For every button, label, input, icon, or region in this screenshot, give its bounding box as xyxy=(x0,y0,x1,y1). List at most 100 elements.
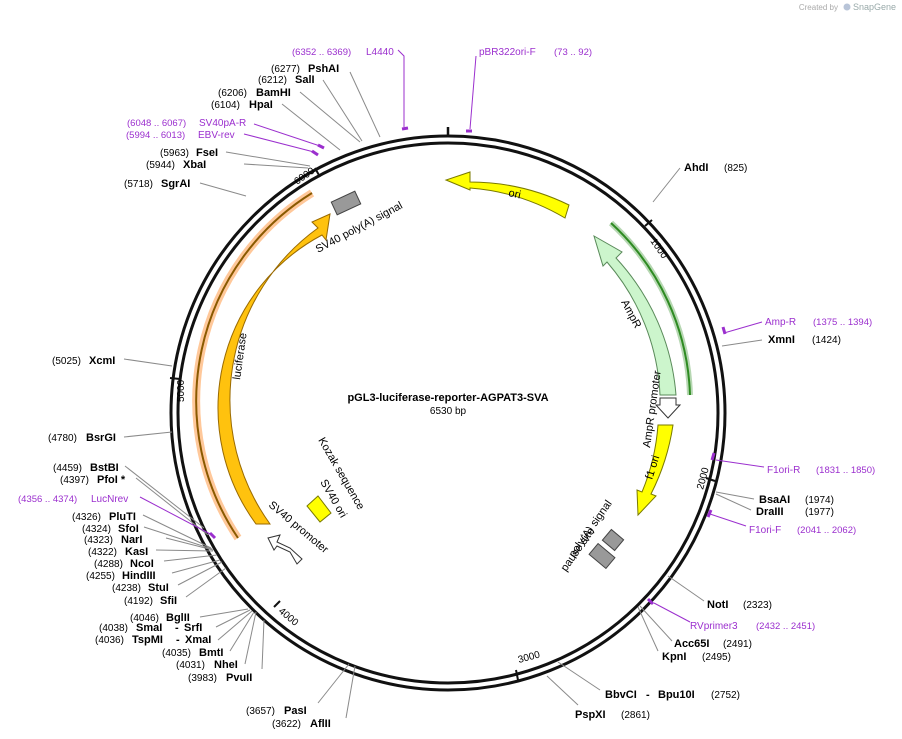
site-pshai[interactable]: PshAI xyxy=(308,63,339,75)
site-bmti[interactable]: BmtI xyxy=(199,647,223,659)
sv40-polya-box[interactable] xyxy=(330,190,362,216)
ori-arrow[interactable] xyxy=(444,171,570,219)
ampr-promoter-arrow[interactable] xyxy=(654,397,682,419)
tick-2000 xyxy=(705,477,716,482)
site-sfii[interactable]: SfiI xyxy=(160,595,177,607)
site-stui-pos: (4238) xyxy=(112,583,141,594)
draiii-leader xyxy=(715,493,752,511)
ampr-arrow[interactable] xyxy=(593,234,677,396)
pause-site-box[interactable] xyxy=(588,542,616,570)
site-sfoi[interactable]: SfoI xyxy=(118,523,139,535)
site-bsrgi[interactable]: BsrGI xyxy=(86,432,116,444)
ahdi-leader xyxy=(652,167,681,203)
primer-rvprimer3[interactable]: RVprimer3 xyxy=(690,621,738,632)
sv40-ori-box[interactable] xyxy=(306,495,332,523)
site-xcmi[interactable]: XcmI xyxy=(89,355,115,367)
site-smai[interactable]: SmaI xyxy=(136,622,162,634)
site-pvuii-pos: (3983) xyxy=(188,673,217,684)
lucnrev-leader xyxy=(139,496,215,537)
site-acc65i[interactable]: Acc65I xyxy=(674,638,709,650)
tick-3000 xyxy=(515,669,519,681)
primer-sv40par[interactable]: SV40pA-R xyxy=(199,118,246,129)
site-pspxi[interactable]: PspXI xyxy=(575,709,606,721)
site-bbvci[interactable]: BbvCI xyxy=(605,689,637,701)
primer-f1orif[interactable]: F1ori-F xyxy=(749,525,781,536)
site-kpni[interactable]: KpnI xyxy=(662,651,686,663)
ori-label: ori xyxy=(507,187,521,201)
pvuii-leader xyxy=(261,619,265,670)
site-pluti[interactable]: PluTI xyxy=(109,511,136,523)
nari-leader xyxy=(165,537,214,551)
f1orif-leader xyxy=(709,513,747,527)
primer-lucnrev[interactable]: LucNrev xyxy=(91,494,128,505)
site-xmni[interactable]: XmnI xyxy=(768,334,795,346)
site-bpu10i[interactable]: Bpu10I xyxy=(658,689,695,701)
primer-ebvrev[interactable]: EBV-rev xyxy=(198,130,235,141)
site-kasi-pos: (4322) xyxy=(88,547,117,558)
plasmid-size: 6530 bp xyxy=(430,406,467,417)
snapgene-logo-icon xyxy=(843,3,851,11)
plasmid-name: pGL3-luciferase-reporter-AGPAT3-SVA xyxy=(347,392,548,404)
luciferase-arrow[interactable] xyxy=(217,213,331,525)
site-xmni-pos: (1424) xyxy=(812,335,841,346)
site-fsei-pos: (5963) xyxy=(160,148,189,159)
fsei-leader xyxy=(225,151,311,167)
site-bamhi[interactable]: BamHI xyxy=(256,87,291,99)
site-sgrai[interactable]: SgrAI xyxy=(161,178,190,190)
site-pasi[interactable]: PasI xyxy=(284,705,307,717)
f1-ori-arrow[interactable] xyxy=(636,424,674,517)
site-hpai[interactable]: HpaI xyxy=(249,99,273,111)
luciferase-outline xyxy=(192,189,315,541)
primer-l4440[interactable]: L4440 xyxy=(366,47,394,58)
site-draiii[interactable]: DraIII xyxy=(756,506,784,518)
hpai-leader xyxy=(281,103,341,151)
bsaai-leader xyxy=(715,491,755,500)
site-bsaai[interactable]: BsaAI xyxy=(759,494,790,506)
site-sali-pos: (6212) xyxy=(258,75,287,86)
sv40par-leader xyxy=(253,123,321,147)
site-pspxi-pos: (2861) xyxy=(621,710,650,721)
bglii-leader xyxy=(199,608,249,618)
site-nari-pos: (4323) xyxy=(84,535,113,546)
ampr-primer-leader xyxy=(723,321,763,334)
site-ncoi[interactable]: NcoI xyxy=(130,558,154,570)
site-nhei[interactable]: NheI xyxy=(214,659,238,671)
polya-signal-box[interactable] xyxy=(601,528,625,552)
bmti-leader xyxy=(229,611,255,652)
bstbi-leader xyxy=(124,465,205,529)
primer-ebvrev-pos: (5994 .. 6013) xyxy=(126,130,185,141)
features: ori AmpR AmpR promoter f1 ori poly(A) si… xyxy=(192,171,693,574)
site-nhei-pos: (4031) xyxy=(176,660,205,671)
primer-f1orif-pos: (2041 .. 2062) xyxy=(797,525,856,536)
tick-4000 xyxy=(273,600,281,608)
site-sali[interactable]: SalI xyxy=(295,74,315,86)
site-tspmi[interactable]: TspMI xyxy=(132,634,163,646)
site-sgrai-pos: (5718) xyxy=(124,179,153,190)
site-noti[interactable]: NotI xyxy=(707,599,728,611)
site-bstbi[interactable]: BstBI xyxy=(90,462,119,474)
site-fsei[interactable]: FseI xyxy=(196,147,218,159)
primer-ampr[interactable]: Amp-R xyxy=(765,317,796,328)
primers: (6352 .. 6369) L4440 pBR322ori-F (73 .. … xyxy=(18,47,875,632)
site-ahdi[interactable]: AhdI xyxy=(684,162,708,174)
site-stui[interactable]: StuI xyxy=(148,582,169,594)
site-hindiii[interactable]: HindIII xyxy=(122,570,156,582)
site-xbai[interactable]: XbaI xyxy=(183,159,206,171)
pfoi-leader xyxy=(135,477,209,536)
primer-pbr322orif[interactable]: pBR322ori-F xyxy=(479,47,536,58)
site-aflii[interactable]: AflII xyxy=(310,718,331,730)
site-pluti-pos: (4326) xyxy=(72,512,101,523)
site-xbai-pos: (5944) xyxy=(146,160,175,171)
sv40-promoter-arrow[interactable] xyxy=(267,534,303,565)
site-xmai[interactable]: XmaI xyxy=(185,634,211,646)
site-pvuii[interactable]: PvuII xyxy=(226,672,252,684)
primer-lucnrev-pos: (4356 .. 4374) xyxy=(18,494,77,505)
site-srfi[interactable]: SrfI xyxy=(184,622,202,634)
site-pfoi[interactable]: PfoI * xyxy=(97,474,126,486)
site-kasi[interactable]: KasI xyxy=(125,546,148,558)
site-bglii[interactable]: BglII xyxy=(166,612,190,624)
primer-l4440-pos: (6352 .. 6369) xyxy=(292,47,351,58)
primer-f1orir[interactable]: F1ori-R xyxy=(767,465,800,476)
site-nari[interactable]: NarI xyxy=(121,534,142,546)
kasi-leader xyxy=(155,549,214,552)
